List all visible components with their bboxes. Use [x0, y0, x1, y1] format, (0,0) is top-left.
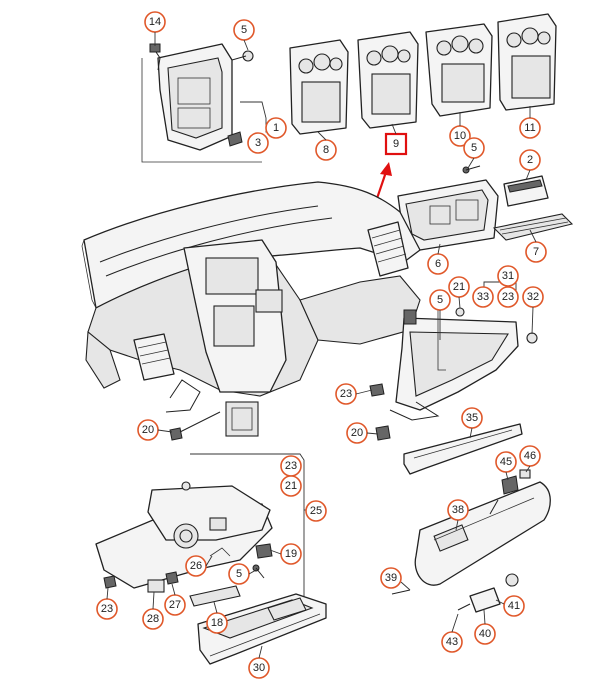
callout-23: 23 — [335, 383, 357, 405]
svg-text:3: 3 — [255, 137, 261, 149]
svg-text:1: 1 — [273, 122, 279, 134]
callout-5: 5 — [463, 137, 485, 159]
callout-20: 20 — [137, 419, 159, 441]
svg-text:45: 45 — [500, 456, 512, 468]
callout-38: 38 — [447, 499, 469, 521]
svg-text:14: 14 — [149, 16, 161, 28]
callout-20: 20 — [346, 422, 368, 444]
callout-43: 43 — [441, 631, 463, 653]
storage-mat — [492, 213, 574, 241]
callout-40: 40 — [474, 623, 496, 645]
svg-text:32: 32 — [527, 291, 539, 303]
glovebox-door — [391, 469, 551, 613]
leader-lines — [106, 32, 537, 659]
svg-text:39: 39 — [385, 572, 397, 584]
callout-26: 26 — [185, 555, 207, 577]
callout-8: 8 — [315, 139, 337, 161]
callout-27: 27 — [164, 594, 186, 616]
svg-text:23: 23 — [502, 291, 514, 303]
callout-39: 39 — [380, 567, 402, 589]
callout-5: 5 — [228, 563, 250, 585]
svg-text:38: 38 — [452, 504, 464, 516]
callout-46: 46 — [519, 445, 541, 467]
dash-fasteners — [169, 411, 221, 441]
trim-strip — [403, 423, 523, 475]
callout-11: 11 — [519, 117, 541, 139]
callout-33: 33 — [472, 286, 494, 308]
callout-45: 45 — [495, 451, 517, 473]
lower-frame — [95, 453, 308, 627]
callout-28: 28 — [142, 608, 164, 630]
trim-bezel-11 — [497, 13, 557, 111]
callout-5: 5 — [233, 19, 255, 41]
svg-text:6: 6 — [435, 258, 441, 270]
svg-text:25: 25 — [310, 505, 322, 517]
callout-21: 21 — [448, 276, 470, 298]
svg-text:5: 5 — [471, 142, 477, 154]
svg-text:31: 31 — [502, 270, 514, 282]
callout-3: 3 — [247, 132, 269, 154]
svg-text:46: 46 — [524, 450, 536, 462]
svg-text:33: 33 — [477, 291, 489, 303]
svg-text:23: 23 — [285, 460, 297, 472]
callout-30: 30 — [248, 657, 270, 679]
callout-14: 14 — [144, 11, 166, 33]
svg-text:20: 20 — [142, 424, 154, 436]
svg-text:20: 20 — [351, 427, 363, 439]
callout-31: 31 — [497, 265, 519, 287]
callout-19: 19 — [280, 543, 302, 565]
svg-text:11: 11 — [524, 122, 535, 134]
svg-text:21: 21 — [285, 480, 297, 492]
svg-text:10: 10 — [454, 130, 466, 142]
lower-glovebox — [197, 593, 327, 665]
callout-9-highlight: 9 — [384, 132, 408, 156]
svg-text:27: 27 — [169, 599, 181, 611]
svg-text:5: 5 — [241, 24, 247, 36]
svg-text:8: 8 — [323, 144, 329, 156]
callout-32: 32 — [522, 286, 544, 308]
svg-text:21: 21 — [453, 281, 465, 293]
radio-bracket-frame — [141, 43, 276, 163]
callout-25: 25 — [305, 500, 327, 522]
svg-text:7: 7 — [533, 246, 539, 258]
svg-text:19: 19 — [285, 548, 297, 560]
svg-text:28: 28 — [147, 613, 159, 625]
callout-7: 7 — [525, 241, 547, 263]
svg-text:18: 18 — [211, 617, 223, 629]
callout-18: 18 — [206, 612, 228, 634]
svg-text:2: 2 — [527, 154, 533, 166]
svg-text:9: 9 — [393, 138, 399, 150]
callout-5: 5 — [429, 289, 451, 311]
callout-6: 6 — [427, 253, 449, 275]
svg-text:35: 35 — [466, 412, 478, 424]
callout-21: 21 — [280, 475, 302, 497]
trim-bezel-10 — [425, 23, 493, 117]
switch-housing — [397, 165, 499, 251]
switch-module — [503, 175, 549, 207]
dashboard-panel — [81, 181, 421, 437]
svg-text:43: 43 — [446, 636, 458, 648]
callout-1: 1 — [265, 117, 287, 139]
trim-bezel-8 — [289, 39, 349, 135]
callout-41: 41 — [503, 595, 525, 617]
svg-text:26: 26 — [190, 560, 202, 572]
callout-23: 23 — [280, 455, 302, 477]
trim-bezel-9 — [357, 31, 419, 129]
svg-text:41: 41 — [508, 600, 520, 612]
callout-23: 23 — [96, 598, 118, 620]
svg-text:5: 5 — [437, 294, 443, 306]
svg-text:23: 23 — [101, 603, 113, 615]
callout-35: 35 — [461, 407, 483, 429]
svg-text:23: 23 — [340, 388, 352, 400]
svg-text:5: 5 — [236, 568, 242, 580]
callout-23: 23 — [497, 286, 519, 308]
callout-2: 2 — [519, 149, 541, 171]
svg-text:40: 40 — [479, 628, 491, 640]
svg-text:30: 30 — [253, 662, 265, 674]
